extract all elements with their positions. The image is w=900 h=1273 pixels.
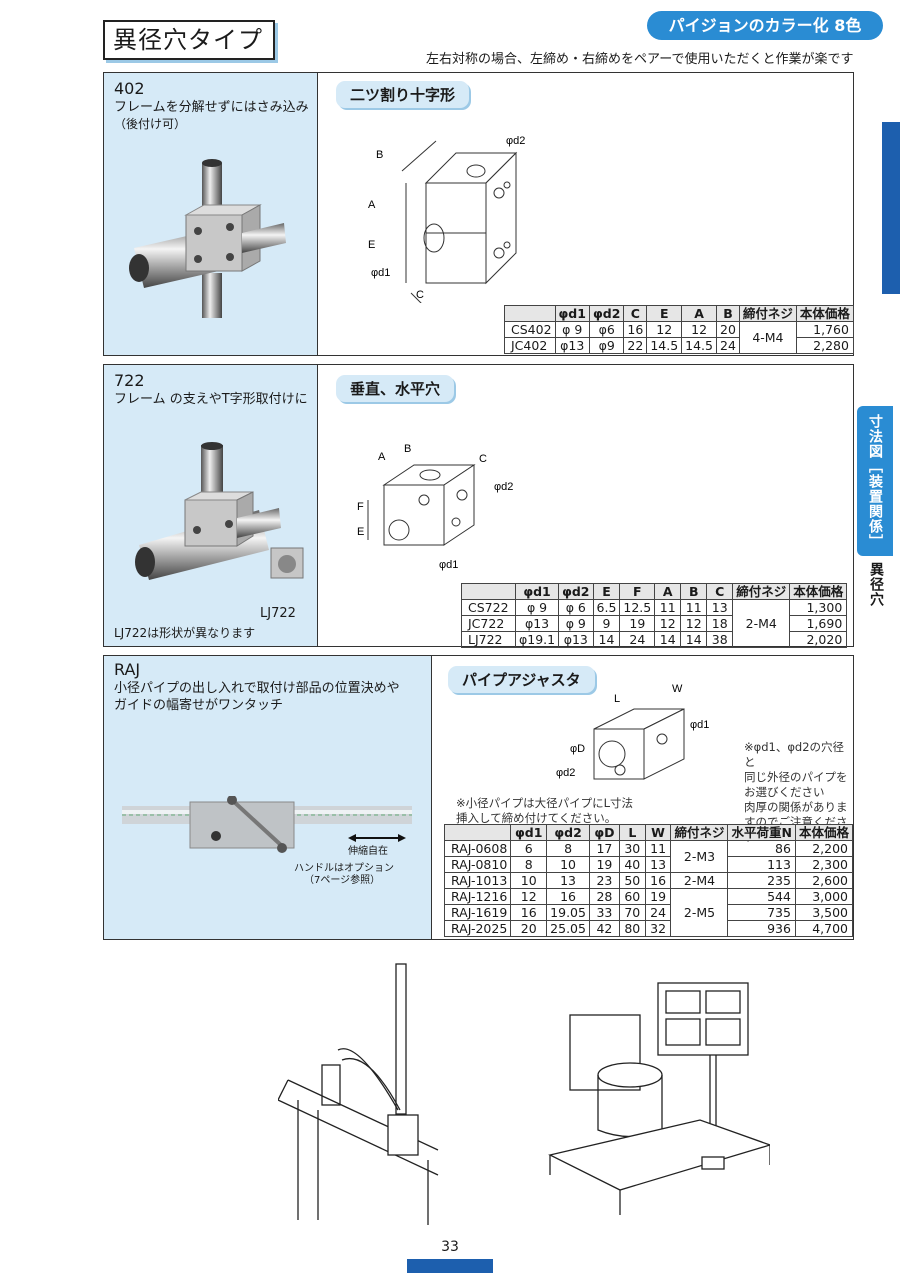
lj722-note: LJ722は形状が異なります <box>114 626 256 640</box>
dim-label-phiD: φD <box>570 743 585 755</box>
dim-label-phid1: φd1 <box>690 719 709 731</box>
col-header-d2: φd2 <box>588 305 625 322</box>
section-raj-left-panel: RAJ 小径パイプの出し入れで取付け部品の位置決めや ガイドの幅寄せがワンタッチ… <box>104 656 432 939</box>
table-header-row: φd1 φd2 C E A B 締付ネジ 本体価格 <box>504 305 854 322</box>
col-header-model <box>504 305 556 322</box>
product-description: フレーム の支えやT字形取付けに <box>114 392 308 407</box>
dim-label-A: A <box>378 451 386 463</box>
page-number-bar <box>407 1259 493 1273</box>
side-tab-dimension[interactable]: 寸法図［装置関係］ <box>857 406 893 556</box>
product-description-2: ガイドの幅寄せがワンタッチ <box>114 698 284 713</box>
side-tab-sub: 異径穴 <box>868 562 884 607</box>
dim-label-C: C <box>479 453 487 465</box>
dim-label-phid2: φd2 <box>494 481 513 493</box>
raj-dimension-drawing: L W φD φd1 φd2 <box>556 684 709 780</box>
side-index-bar <box>882 122 900 294</box>
section-raj: RAJ 小径パイプの出し入れで取付け部品の位置決めや ガイドの幅寄せがワンタッチ… <box>103 655 854 940</box>
section-402: 402 フレームを分解せずにはさみ込み （後付け可） 二ツ割り十字形 <box>103 72 854 356</box>
page-title: 異径穴タイプ <box>103 20 275 60</box>
dim-label-F: F <box>357 501 364 513</box>
color-badge: パイジョンのカラー化 8色 <box>647 11 883 40</box>
t-joint-photo <box>135 442 304 580</box>
conveyor-illustration <box>278 963 439 1225</box>
handle-option-ref: （7ページ参照） <box>304 875 381 886</box>
col-header-price: 本体価格 <box>795 305 854 322</box>
col-header-e: E <box>646 305 683 322</box>
col-header-c: C <box>623 305 648 322</box>
type-label-cross: 二ツ割り十字形 <box>336 81 470 108</box>
dim-label-B: B <box>376 149 383 161</box>
workbench-panel-illustration <box>548 982 770 1215</box>
dim-label-phid2: φd2 <box>506 135 525 147</box>
col-header-d1: φd1 <box>554 305 590 322</box>
dim-label-E: E <box>357 526 364 538</box>
col-header-screw: 締付ネジ <box>738 305 797 322</box>
product-description-1: 小径パイプの出し入れで取付け部品の位置決めや <box>114 681 400 696</box>
section-402-left-panel: 402 フレームを分解せずにはさみ込み （後付け可） <box>104 73 318 355</box>
dim-label-L: L <box>614 693 620 705</box>
product-code: 402 <box>114 79 145 98</box>
dim-label-A: A <box>368 199 376 211</box>
page-subtitle: 左右対称の場合、左締め・右締めをペアーで使用いただくと作業が楽です <box>426 52 854 67</box>
type-label-pipe-adjuster: パイプアジャスタ <box>448 666 595 693</box>
dim-label-phid1: φd1 <box>439 559 458 571</box>
insertion-note: ※小径パイプは大径パイプにL寸法挿入して締め付けてください。 <box>456 796 634 825</box>
cs402-dimension-drawing: B φd2 A E φd1 C <box>368 135 525 303</box>
col-header-a: A <box>681 305 717 322</box>
dim-label-phid2: φd2 <box>556 767 575 779</box>
section-722: 722 フレーム の支えやT字形取付けに LJ722 LJ722は形状が異なりま… <box>103 364 854 648</box>
dim-label-C: C <box>416 289 424 301</box>
dim-label-B: B <box>404 443 411 455</box>
lj722-caption: LJ722 <box>260 606 296 621</box>
dim-label-E: E <box>368 239 375 251</box>
section-722-left-panel: 722 フレーム の支えやT字形取付けに LJ722 LJ722は形状が異なりま… <box>104 365 318 646</box>
product-code: RAJ <box>114 660 141 679</box>
dim-label-W: W <box>672 684 683 695</box>
dim-label-phid1: φd1 <box>371 267 390 279</box>
hole-size-note: ※φd1、φd2の穴径と同じ外径のパイプをお選びください 肉厚の関係がありますの… <box>744 740 848 844</box>
cross-joint-photo <box>129 159 286 318</box>
pipe-adjuster-photo <box>122 796 412 853</box>
col-header-b: B <box>716 305 740 322</box>
product-note: （後付け可） <box>114 117 187 131</box>
product-code: 722 <box>114 371 145 390</box>
handle-option-label: ハンドルはオプション <box>294 863 394 874</box>
stretch-label: 伸縮自在 <box>348 846 388 857</box>
cs722-dimension-drawing: A B C φd2 F E φd1 <box>357 443 513 571</box>
page-number: 33 <box>441 1239 459 1255</box>
type-label-vertical-horizontal: 垂直、水平穴 <box>336 375 455 402</box>
product-description: フレームを分解せずにはさみ込み <box>114 100 309 115</box>
